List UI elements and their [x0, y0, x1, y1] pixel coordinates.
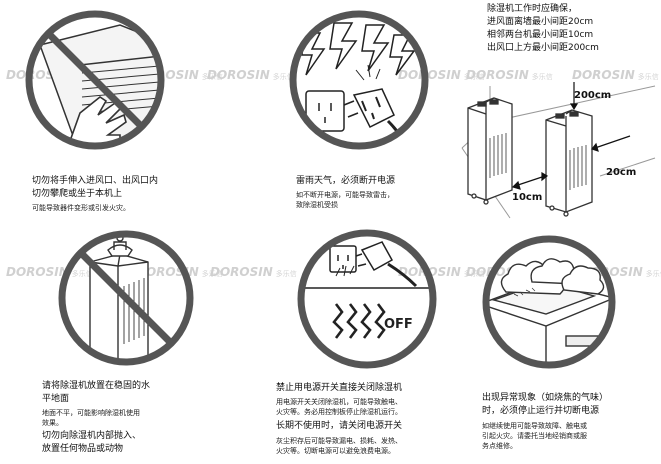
- panel-5-sub-4: 火灾等。切断电源可以避免浪费电源。: [276, 447, 395, 455]
- panel-2-sub-2: 致除湿机受损: [296, 201, 338, 209]
- dim-top-label: 200cm: [574, 90, 612, 101]
- panel-5-line-1: 禁止用电源开关直接关闭除湿机: [276, 383, 403, 393]
- panel-3-line-4: 出风口上方最小间距200cm: [487, 43, 599, 53]
- smoke-warning-icon: [482, 235, 616, 369]
- panel-4-sub-2: 效果。: [42, 419, 63, 427]
- panel-2-sub-1: 如不断开电源，可能导致雷击，: [296, 191, 394, 199]
- panel-5-line-2: 长期不使用时，请关闭电源开关: [276, 421, 403, 431]
- panel-4-sub-1: 地面不平，可能影响除湿机使用: [42, 409, 140, 417]
- panel-5-sub-1: 用电源开关关闭除湿机，可能导致触电、: [276, 398, 402, 406]
- panel-3-line-3: 相邻两台机最小间距10cm: [487, 30, 594, 40]
- panel-5-sub-3: 灰尘积存后可能导致漏电、损耗、发热、: [276, 437, 402, 445]
- no-objects-on-unit-icon: [58, 230, 194, 366]
- panel-4-line-2: 平地面: [42, 394, 70, 404]
- panel-5-sub-2: 火灾等。务必用控制板停止除湿机运行。: [276, 408, 402, 416]
- panel-1-line-1: 切勿将手伸入进风口、出风口内: [32, 176, 159, 186]
- panel-6-line-2: 时，必须停止运行并切断电源: [482, 406, 600, 416]
- panel-6-line-1: 出现异常现象（如烧焦的气味）: [482, 393, 609, 403]
- dim-side-label: 20cm: [606, 167, 637, 178]
- two-units-clearance-illustration: [461, 82, 656, 219]
- panel-4-line-1: 请将除湿机放置在稳固的水: [42, 381, 151, 391]
- dim-bottom-label: 10cm: [512, 192, 543, 203]
- panel-6-sub-3: 务点维修。: [482, 442, 517, 450]
- no-hands-in-vent-icon: [25, 10, 165, 150]
- panel-1-sub-1: 可能导致器件变形或引发火灾。: [32, 204, 130, 212]
- lightning-unplug-icon: [289, 10, 429, 150]
- panel-4-line-4: 放置任何物品或动物: [42, 444, 124, 454]
- panel-3-line-2: 进风面离墙最小间距20cm: [487, 17, 594, 27]
- panel-6-sub-2: 引起火灾。请委托当地经销商或服: [482, 432, 587, 440]
- off-label: OFF: [384, 317, 413, 332]
- panel-2-line-1: 雷雨天气，必须断开电源: [296, 176, 396, 186]
- panel-3-line-1: 除湿机工作时应确保，: [487, 4, 578, 14]
- panel-1-line-2: 切勿攀爬或坐于本机上: [32, 189, 123, 199]
- panel-6-sub-1: 如继续使用可能导致故障、触电或: [482, 422, 587, 430]
- panel-4-line-3: 切勿向除湿机内部抛入、: [42, 431, 142, 441]
- power-off-icon: [297, 229, 437, 369]
